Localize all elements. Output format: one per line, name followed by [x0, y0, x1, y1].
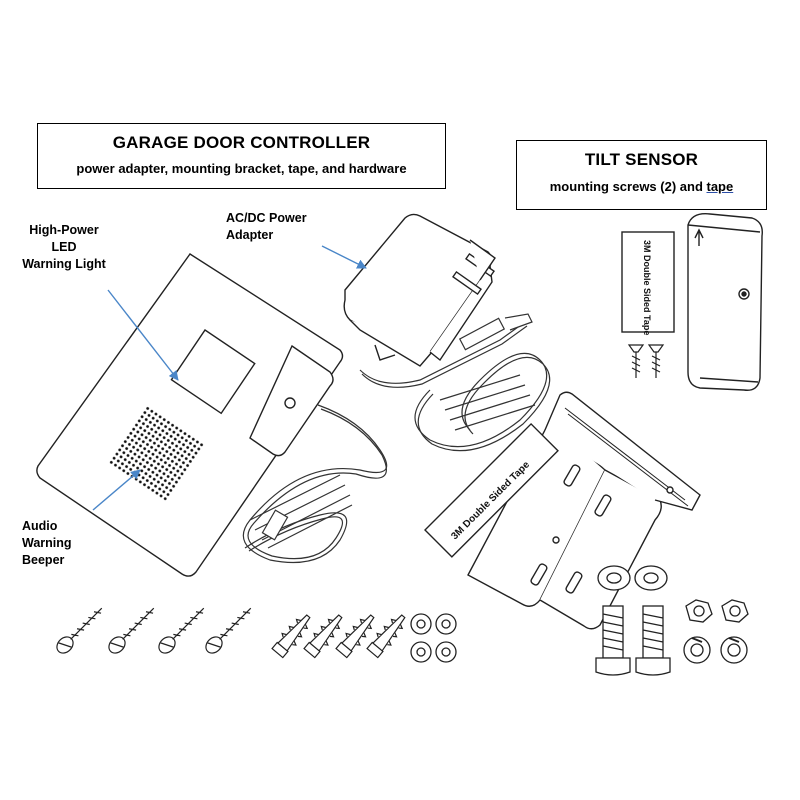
sensor-screws [627, 344, 665, 378]
large-washers [597, 565, 668, 591]
led-arrow [107, 289, 179, 381]
tilt-sensor-title-box: TILT SENSOR mounting screws (2) and tape [516, 140, 767, 210]
led-callout-line-3: Warning Light [22, 257, 106, 271]
controller-cable [242, 404, 388, 564]
tilt-sensor-subtitle-prefix: mounting screws (2) and [549, 179, 707, 194]
tilt-sensor-subtitle: mounting screws (2) and tape [517, 179, 766, 194]
led-warning-light [170, 329, 256, 415]
adapter-callout-label: AC/DC Power Adapter [226, 210, 350, 244]
led-callout-label: High-Power LED Warning Light [14, 222, 114, 273]
adapter-arrow [321, 245, 367, 269]
power-adapter [343, 213, 496, 367]
mounting-bracket [467, 391, 701, 630]
small-washers [410, 613, 457, 663]
led-callout-line-1: High-Power [29, 223, 99, 237]
bolts [595, 605, 671, 676]
audio-callout-line-2: Warning [22, 536, 72, 550]
controller-title: GARAGE DOOR CONTROLLER [112, 133, 371, 152]
tilt-sensor-subtitle-link: tape [706, 179, 734, 194]
led-callout-line-2: LED [51, 240, 77, 254]
wall-anchors [271, 614, 406, 659]
hex-nuts [685, 599, 749, 623]
audio-arrow [92, 469, 141, 511]
up-arrow-icon [694, 228, 704, 246]
wood-screws [56, 607, 252, 654]
adapter-callout-line-2: Adapter [226, 228, 274, 242]
controller-subtitle: power adapter, mounting bracket, tape, a… [76, 161, 407, 176]
clip-screw [284, 397, 296, 409]
adapter-cable [359, 313, 551, 452]
adapter-callout-line-1: AC/DC Power [226, 211, 307, 225]
sensor-tape: 3M Double Sided Tape [621, 231, 675, 335]
tilt-sensor [687, 213, 763, 391]
audio-callout-line-1: Audio [22, 519, 58, 533]
audio-callout-label: Audio Warning Beeper [22, 518, 98, 569]
callout-arrows [92, 245, 367, 511]
sensor-tape-label: 3M Double Sided Tape [642, 240, 652, 335]
tilt-sensor-title: TILT SENSOR [584, 150, 699, 169]
controller-title-box: GARAGE DOOR CONTROLLER power adapter, mo… [37, 123, 446, 189]
lock-washers [683, 636, 748, 664]
audio-callout-line-3: Beeper [22, 553, 65, 567]
